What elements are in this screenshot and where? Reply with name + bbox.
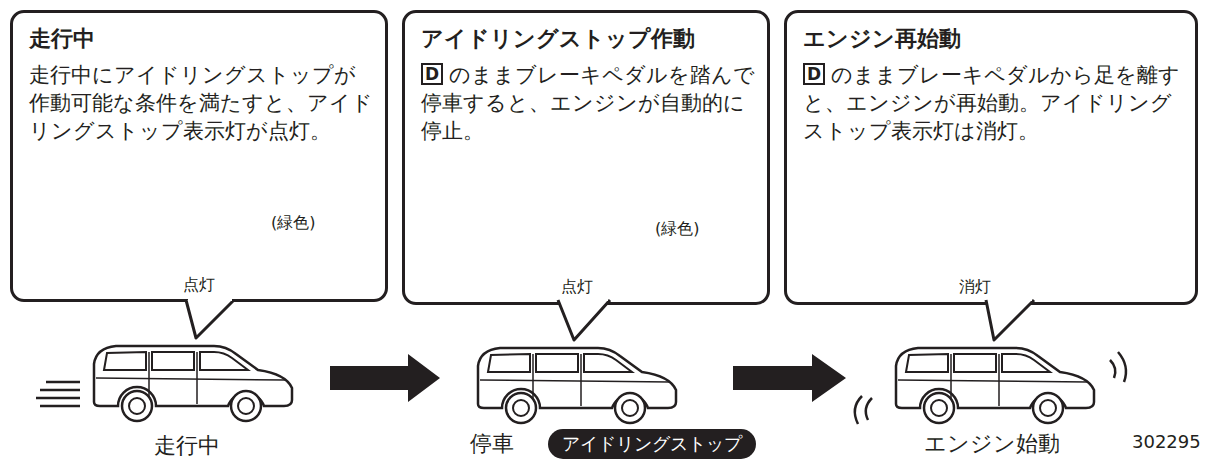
shift-position-box: D xyxy=(803,63,825,85)
lamp-caption: (緑色) xyxy=(655,219,699,239)
callout-heading: 走行中 xyxy=(29,25,95,53)
speed-lines xyxy=(36,382,80,406)
figure-number: 302295 xyxy=(1132,428,1201,456)
car-driving xyxy=(94,346,292,421)
car-stopped xyxy=(478,348,676,423)
flow-arrow xyxy=(330,354,440,402)
box-label: D xyxy=(807,65,821,83)
box-label: D xyxy=(425,65,439,83)
lamp-caption: 消灯 xyxy=(959,277,991,297)
lamp-caption: 点灯 xyxy=(183,275,215,295)
callout-body: のままブレーキペダルを踏んで停車すると、エンジンが自動的に停止。 xyxy=(421,61,757,145)
callout-bubble: 走行中走行中にアイドリングストップが作動可能な条件を満たすと、アイドリングストッ… xyxy=(10,10,388,302)
engine-sound-marks xyxy=(855,352,1126,424)
callout-bubble: エンジン再始動のままブレーキペダルから足を離すと、エンジンが再始動。アイドリング… xyxy=(784,10,1198,305)
callout-bubble: アイドリングストップ作動のままブレーキペダルを踏んで停車すると、エンジンが自動的… xyxy=(402,10,770,305)
box-label: アイドリングストップ xyxy=(562,433,742,454)
callout-heading: エンジン再始動 xyxy=(803,25,961,53)
callout-heading: アイドリングストップ作動 xyxy=(421,25,695,53)
car-state-label: エンジン始動 xyxy=(924,430,1060,458)
car-state-label: 停車 xyxy=(470,430,514,458)
callout-body: 走行中にアイドリングストップが作動可能な条件を満たすと、アイドリングストップ表示… xyxy=(29,61,375,145)
shift-position-box: D xyxy=(421,63,443,85)
car-restart xyxy=(896,348,1094,423)
lamp-caption: 点灯 xyxy=(561,277,593,297)
lamp-caption: (緑色) xyxy=(271,213,315,233)
car-state-label: 走行中 xyxy=(154,432,220,460)
status-badge: アイドリングストップ xyxy=(548,429,756,459)
flow-arrow xyxy=(733,354,846,402)
callout-body: のままブレーキペダルから足を離すと、エンジンが再始動。アイドリングストップ表示灯… xyxy=(803,61,1183,145)
